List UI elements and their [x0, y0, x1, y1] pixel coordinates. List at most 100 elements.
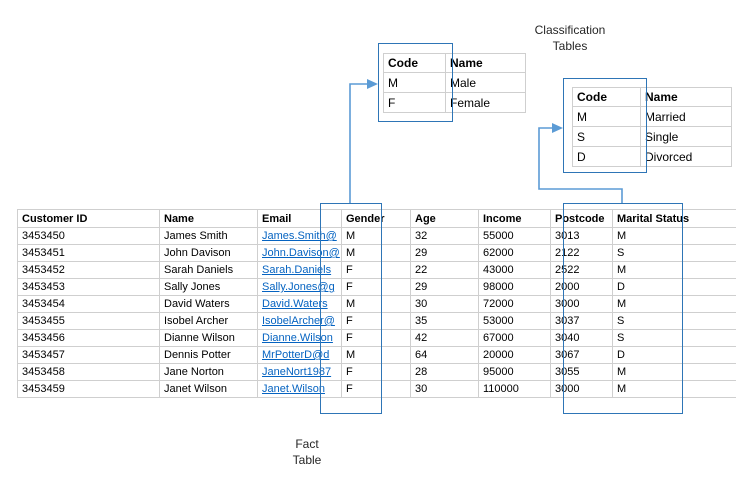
table-cell: 28	[410, 363, 479, 381]
table-cell: S	[612, 329, 736, 347]
table-cell: 43000	[478, 261, 551, 279]
column-header: Name	[640, 87, 732, 107]
fact-table-label: Fact Table	[257, 436, 357, 468]
table-cell: Dianne.Wilson	[257, 329, 342, 347]
table-cell: Dennis Potter	[159, 346, 258, 364]
fact-label-line2: Table	[292, 453, 322, 467]
table-cell: 3453453	[17, 278, 160, 296]
table-cell: 3453457	[17, 346, 160, 364]
table-cell: F	[341, 329, 411, 347]
table-cell: John Davison	[159, 244, 258, 262]
table-cell: IsobelArcher@	[257, 312, 342, 330]
table-cell: M	[341, 346, 411, 364]
table-cell: 32	[410, 227, 479, 245]
table-cell: M	[612, 261, 736, 279]
table-cell: Sarah.Daniels	[257, 261, 342, 279]
email-link[interactable]: James.Smith@	[262, 230, 337, 242]
column-header: Name	[445, 53, 526, 73]
column-header: Name	[159, 209, 258, 228]
table-cell: 3453455	[17, 312, 160, 330]
table-cell: 42	[410, 329, 479, 347]
table-cell: F	[341, 261, 411, 279]
table-cell: 3453450	[17, 227, 160, 245]
email-link[interactable]: MrPotterD@d	[262, 349, 330, 361]
table-cell: Sally.Jones@g	[257, 278, 342, 296]
table-cell: M	[612, 227, 736, 245]
table-cell: 20000	[478, 346, 551, 364]
column-header: Code	[383, 53, 446, 73]
classification-label-line2: Tables	[552, 39, 588, 53]
column-header: Code	[572, 87, 641, 107]
table-cell: James.Smith@	[257, 227, 342, 245]
table-cell: Dianne Wilson	[159, 329, 258, 347]
table-cell: F	[341, 278, 411, 296]
table-cell: M	[612, 380, 736, 398]
table-cell: 2522	[550, 261, 613, 279]
email-link[interactable]: David.Waters	[262, 298, 328, 310]
table-cell: David.Waters	[257, 295, 342, 313]
table-cell: 29	[410, 244, 479, 262]
table-cell: 2122	[550, 244, 613, 262]
table-cell: Divorced	[640, 146, 732, 167]
table-cell: James Smith	[159, 227, 258, 245]
table-cell: S	[612, 312, 736, 330]
email-link[interactable]: John.Davison@	[262, 247, 340, 259]
email-link[interactable]: JaneNort1987	[262, 366, 332, 378]
classification-label-line1: Classification	[534, 23, 606, 37]
table-cell: 2000	[550, 278, 613, 296]
table-cell: M	[383, 72, 446, 93]
table-cell: 67000	[478, 329, 551, 347]
table-cell: 55000	[478, 227, 551, 245]
table-cell: 98000	[478, 278, 551, 296]
table-cell: 30	[410, 295, 479, 313]
column-header: Email	[257, 209, 342, 228]
table-cell: David Waters	[159, 295, 258, 313]
email-link[interactable]: Janet.Wilson	[262, 383, 325, 395]
email-link[interactable]: Sally.Jones@g	[262, 281, 335, 293]
table-cell: 3453456	[17, 329, 160, 347]
table-cell: D	[612, 346, 736, 364]
email-link[interactable]: Sarah.Daniels	[262, 264, 332, 276]
table-cell: 3067	[550, 346, 613, 364]
table-cell: 22	[410, 261, 479, 279]
table-cell: 3000	[550, 380, 613, 398]
table-cell: F	[383, 92, 446, 113]
table-cell: JaneNort1987	[257, 363, 342, 381]
table-cell: Jane Norton	[159, 363, 258, 381]
gender-relationship-arrow	[349, 79, 378, 203]
table-cell: 3013	[550, 227, 613, 245]
email-link[interactable]: Dianne.Wilson	[262, 332, 333, 344]
table-cell: Married	[640, 106, 732, 127]
email-link[interactable]: IsobelArcher@	[262, 315, 335, 327]
table-cell: MrPotterD@d	[257, 346, 342, 364]
table-cell: Janet.Wilson	[257, 380, 342, 398]
table-cell: 3037	[550, 312, 613, 330]
table-cell: 3453451	[17, 244, 160, 262]
column-header: Marital Status	[612, 209, 736, 228]
table-cell: M	[612, 363, 736, 381]
table-cell: 3453458	[17, 363, 160, 381]
table-cell: D	[612, 278, 736, 296]
table-cell: 110000	[478, 380, 551, 398]
table-cell: 3040	[550, 329, 613, 347]
table-cell: 3453459	[17, 380, 160, 398]
table-cell: M	[572, 106, 641, 127]
table-cell: 64	[410, 346, 479, 364]
table-cell: Male	[445, 72, 526, 93]
fact-label-line1: Fact	[295, 437, 319, 451]
table-cell: F	[341, 363, 411, 381]
